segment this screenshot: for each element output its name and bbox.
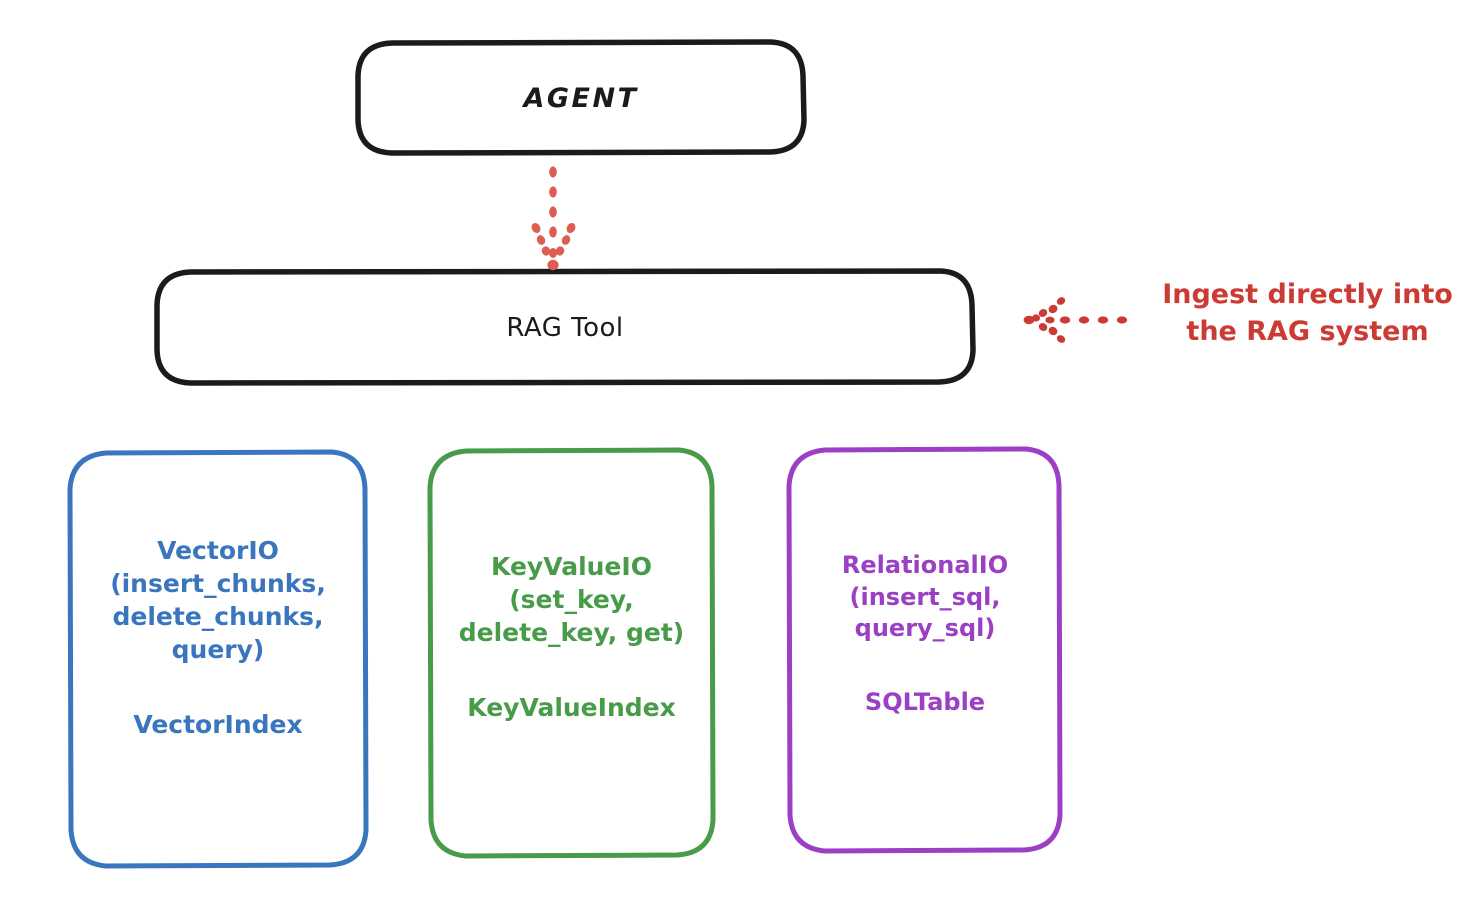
agent-box-outline xyxy=(355,39,807,156)
vector-box-outline xyxy=(67,449,369,869)
relational-box-outline xyxy=(786,446,1063,854)
rag-tool-box-outline xyxy=(154,268,976,386)
agent-to-rag-connector xyxy=(531,166,576,271)
annotation-arrow-connector xyxy=(1023,297,1128,343)
keyvalue-box-outline xyxy=(427,447,716,859)
